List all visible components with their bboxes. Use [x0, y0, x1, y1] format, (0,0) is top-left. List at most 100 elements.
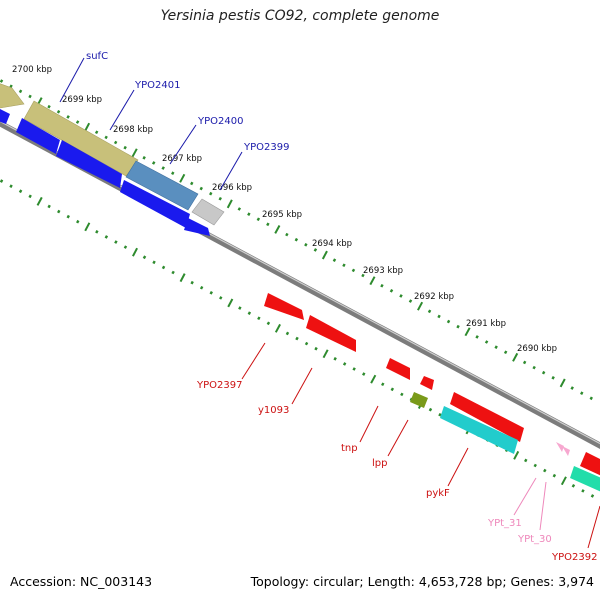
- inner-tick: [199, 285, 204, 290]
- label-sufc: sufC: [86, 51, 108, 62]
- gene-blue-4: [120, 180, 190, 228]
- top-leader-lines: [59, 57, 243, 191]
- label-pykf: pykF: [426, 488, 450, 499]
- inner-tick: [560, 476, 567, 486]
- inner-tick: [123, 245, 128, 249]
- outer-tick: [161, 166, 165, 170]
- outer-tick: [503, 350, 508, 355]
- outer-tick: [313, 248, 318, 252]
- inner-tick: [179, 273, 186, 283]
- inner-tick: [219, 296, 223, 300]
- outer-tick: [9, 84, 13, 89]
- inner-tick: [342, 362, 347, 366]
- inner-tick: [9, 184, 13, 188]
- label-ypo2397: YPO2397: [196, 380, 242, 391]
- outer-tick: [532, 365, 536, 370]
- inner-tick: [590, 494, 595, 498]
- outer-tick: [361, 273, 365, 278]
- inner-tick: [28, 194, 32, 199]
- outer-tick: [522, 360, 527, 365]
- outer-tick: [179, 173, 186, 183]
- inner-tick: [571, 484, 576, 488]
- inner-tick: [47, 204, 51, 209]
- outer-tick: [237, 207, 242, 211]
- accession-text: Accession: NC_003143: [10, 574, 153, 589]
- ruler-label-2697: 2697 kbp: [162, 154, 202, 164]
- gene-pykf-cyan: [440, 406, 518, 454]
- ruler-label-2693: 2693 kbp: [363, 266, 403, 276]
- outer-tick: [484, 340, 489, 344]
- outer-tick: [380, 283, 384, 288]
- inner-tick: [257, 316, 261, 321]
- label-ypo2401: YPO2401: [134, 80, 180, 91]
- outer-tick: [559, 378, 566, 388]
- inner-tick: [314, 346, 318, 351]
- outer-tick: [94, 130, 99, 135]
- label-ypo2400: YPO2400: [197, 116, 243, 127]
- outer-tick: [408, 299, 413, 303]
- outer-tick: [580, 391, 584, 395]
- outer-tick: [171, 171, 175, 175]
- inner-tick: [352, 367, 356, 371]
- outer-tick: [266, 222, 270, 227]
- gene-red-small: [420, 376, 434, 390]
- ruler-label-2691: 2691 kbp: [466, 319, 506, 329]
- gene-blue-3: [56, 140, 122, 188]
- inner-tick: [247, 311, 252, 315]
- inner-tick: [400, 392, 404, 397]
- gene-blue-5: [184, 218, 210, 236]
- gene-sufc-block: [23, 100, 139, 177]
- leader-lpp: [387, 419, 409, 457]
- outer-tick: [321, 250, 328, 260]
- outer-tick: [464, 327, 471, 337]
- outer-tick: [226, 199, 233, 209]
- inner-tick: [161, 265, 166, 270]
- inner-tick: [543, 468, 547, 473]
- outer-tick: [304, 243, 308, 247]
- label-tnp: tnp: [341, 443, 358, 454]
- outer-tick: [209, 191, 213, 196]
- inner-tick: [66, 214, 70, 219]
- outer-tick: [256, 217, 261, 222]
- leader-ypo2399: [219, 151, 243, 191]
- outer-tick: [28, 94, 32, 99]
- inner-tick: [552, 473, 557, 478]
- outer-tick: [199, 186, 203, 191]
- inner-tick: [533, 463, 537, 468]
- outer-tick: [66, 115, 70, 119]
- leader-sufc: [59, 57, 85, 103]
- gene-ypo2397: [264, 293, 304, 320]
- outer-tick: [589, 396, 593, 401]
- outer-tick: [47, 104, 51, 109]
- outer-tick: [446, 319, 451, 324]
- inner-tick: [114, 240, 118, 244]
- inner-tick: [266, 321, 271, 326]
- outer-lane-genes: [0, 83, 225, 226]
- gene-blue-2: [16, 118, 60, 154]
- gene-pykf-red: [450, 392, 524, 442]
- leader-pykf: [447, 447, 469, 487]
- inner-tick: [238, 306, 242, 310]
- inner-tick: [76, 219, 80, 224]
- label-y1093: y1093: [258, 405, 289, 416]
- outer-tick: [218, 196, 222, 201]
- gene-olive-1: [0, 83, 25, 109]
- outer-tick: [427, 309, 432, 314]
- inner-tick: [524, 458, 528, 463]
- outer-tick: [342, 263, 346, 268]
- outer-tick: [113, 140, 118, 145]
- inner-tick: [390, 387, 395, 392]
- ruler-label-2692: 2692 kbp: [414, 292, 454, 302]
- outer-tick: [84, 122, 91, 132]
- inner-tick: [132, 247, 138, 257]
- gene-blue-1: [0, 109, 10, 124]
- outer-tick: [190, 181, 194, 186]
- ruler-label-2700: 2700 kbp: [12, 65, 52, 75]
- inner-tick: [333, 357, 337, 361]
- gene-ypo2399-block: [191, 198, 225, 226]
- inner-tick: [57, 209, 61, 214]
- inner-tick: [285, 331, 290, 336]
- inner-tick: [513, 450, 520, 460]
- inner-tick: [95, 230, 99, 234]
